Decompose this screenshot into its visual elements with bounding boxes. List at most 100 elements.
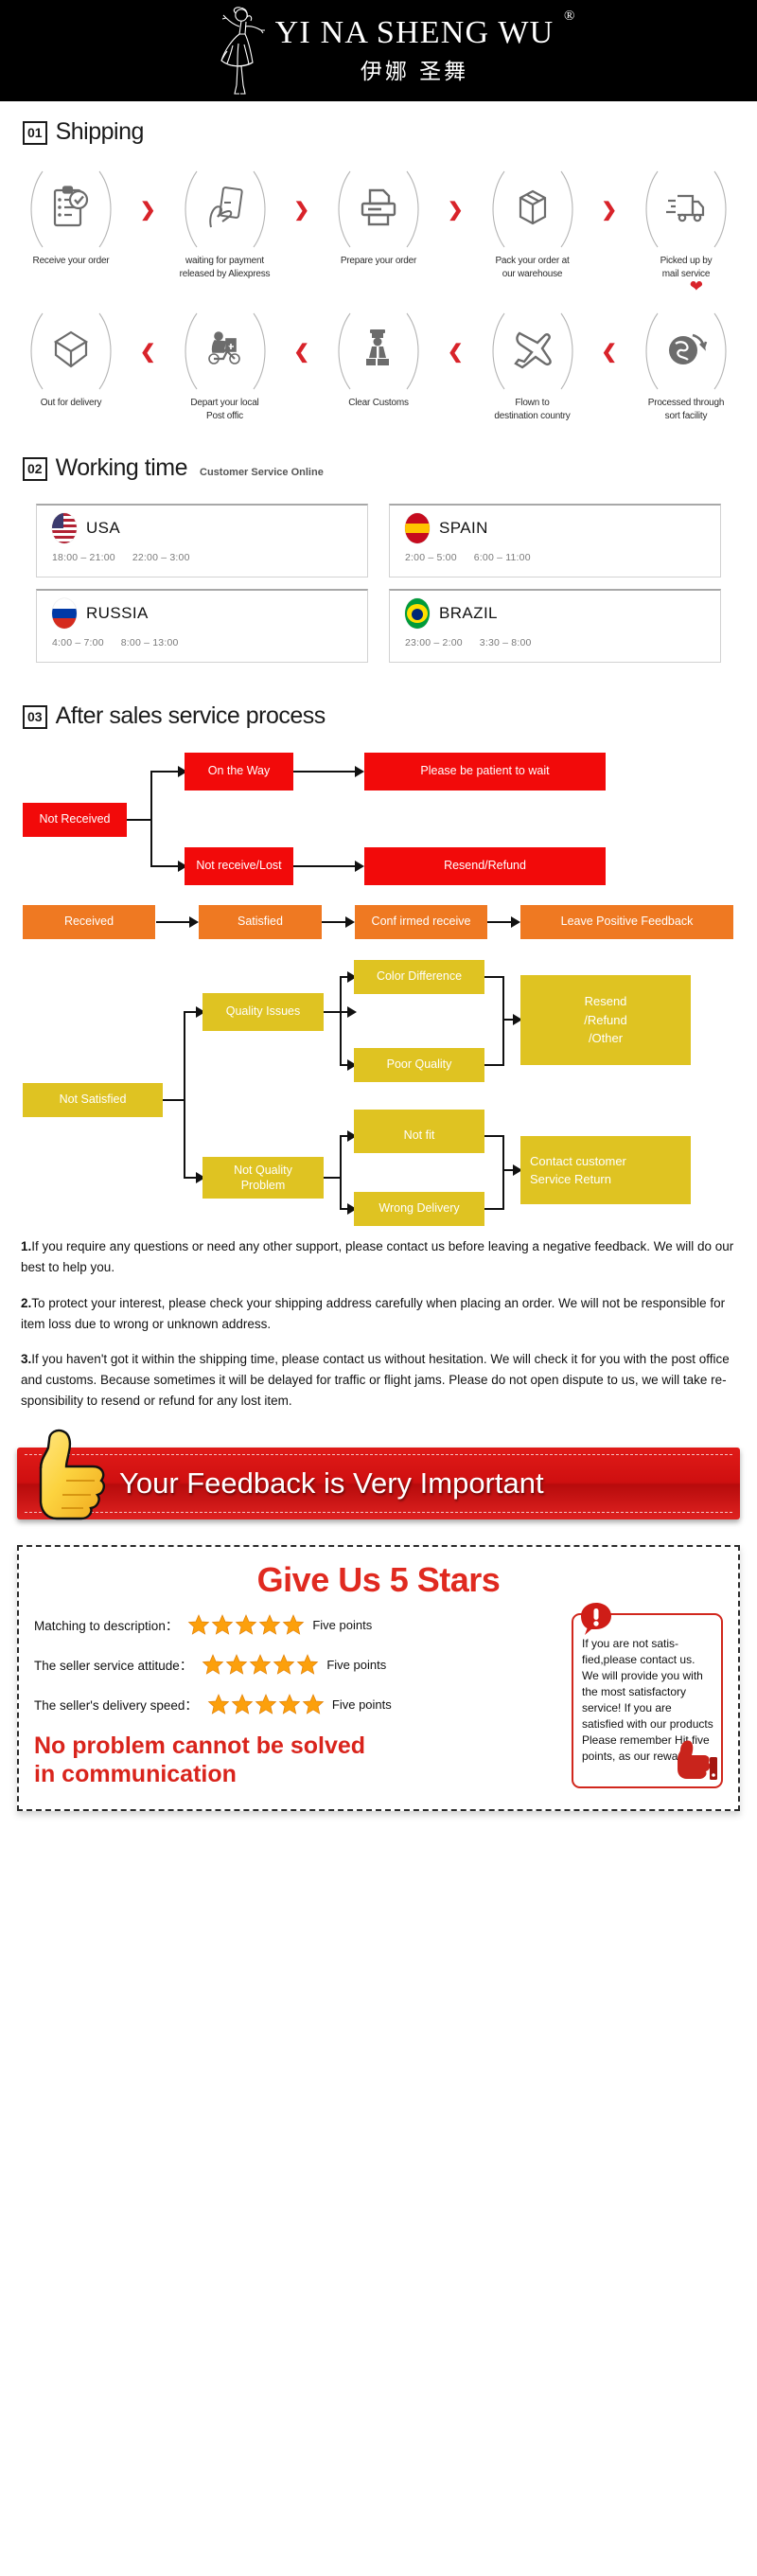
clipboard-check-icon — [51, 185, 91, 234]
feedback-banner-text: Your Feedback is Very Important — [119, 1466, 544, 1501]
star-icon — [282, 1614, 305, 1635]
shipping-step: Receive your order — [13, 160, 129, 268]
truck-icon — [664, 188, 708, 231]
flow-node-line: Not Quality — [234, 1163, 292, 1177]
country-name: USA — [86, 519, 121, 537]
shipping-step-label: Prepare your order — [340, 256, 417, 266]
shipping-section-header: 01 Shipping — [0, 118, 757, 147]
rating-stars — [207, 1693, 325, 1715]
flag-russia-icon — [52, 598, 77, 629]
note-item: 3.If you haven't got it within the shipp… — [21, 1349, 736, 1412]
slogan-line: No problem cannot be solved — [34, 1732, 366, 1760]
chevron-left-icon: ❮ — [293, 341, 310, 363]
flag-brazil-icon — [405, 598, 430, 629]
star-icon — [231, 1694, 254, 1714]
flow-node-confirmed-receive: Conf irmed receive — [355, 905, 487, 939]
rating-value: Five points — [331, 1697, 392, 1712]
flow-node-resend-refund-other: Resend /Refund /Other — [520, 975, 691, 1065]
flow-node-quality-issues: Quality Issues — [202, 993, 324, 1031]
star-icon — [302, 1694, 325, 1714]
flow-node-line: Service Return — [530, 1172, 611, 1186]
flowchart-not-received: Not Received On the Way Please be patien… — [0, 748, 757, 885]
working-hours-slot: 23:00 – 2:00 — [405, 637, 463, 648]
notice-text: If you are not satis-fied,please contact… — [582, 1637, 713, 1764]
page-title: After sales service process — [55, 702, 326, 729]
star-icon — [202, 1654, 224, 1675]
chevron-right-icon: ❯ — [601, 199, 618, 221]
star-icon — [207, 1694, 230, 1714]
globe-arrow-icon — [664, 329, 708, 375]
working-hours-slot: 4:00 – 7:00 — [52, 637, 104, 648]
flow-node-wrong-delivery: Wrong Delivery — [354, 1192, 484, 1226]
feedback-banner: Your Feedback is Very Important — [17, 1427, 740, 1526]
shipping-steps-row-2: Out for delivery ❮ — [0, 302, 757, 422]
product-description-page: YI NA SHENG WU ® 伊娜 圣舞 01 Shipping — [0, 0, 757, 1812]
working-time-card-brazil: BRAZIL 23:00 – 2:00 3:30 – 8:00 — [389, 589, 721, 663]
country-name: BRAZIL — [439, 604, 498, 622]
flow-node-resend-refund: Resend/Refund — [364, 847, 606, 885]
working-hours-slot: 3:30 – 8:00 — [479, 637, 532, 648]
working-hours-slot: 22:00 – 3:00 — [132, 552, 190, 563]
feedback-banner-bar: Your Feedback is Very Important — [17, 1448, 740, 1520]
flow-node-not-fit: Not fit — [354, 1119, 484, 1153]
flow-node-color-difference: Color Difference — [354, 960, 484, 994]
chevron-left-icon: ❮ — [601, 341, 618, 363]
flow-node-not-quality-problem: Not Quality Problem — [202, 1157, 324, 1199]
airplane-icon — [511, 328, 555, 376]
hand-card-icon — [205, 186, 245, 234]
rating-row: Matching to description： Five points — [34, 1613, 562, 1636]
note-item: 2.To protect your interest, please check… — [21, 1293, 736, 1335]
box-icon — [513, 187, 553, 233]
rating-value: Five points — [326, 1657, 387, 1672]
registered-mark: ® — [563, 8, 575, 24]
shipping-step: Clear Customs — [321, 302, 436, 410]
star-icon — [273, 1654, 295, 1675]
note-text: To protect your interest, please check y… — [21, 1295, 726, 1331]
flow-node-not-satisfied: Not Satisfied — [23, 1083, 163, 1117]
after-sales-section-header: 03 After sales service process — [0, 702, 757, 731]
working-hours-slot: 6:00 – 11:00 — [473, 552, 531, 563]
flow-node-line: Problem — [240, 1179, 286, 1192]
dancer-logo-icon — [203, 6, 270, 97]
page-title: Working time — [55, 454, 188, 481]
working-hours-slot: 8:00 – 13:00 — [120, 637, 179, 648]
note-text: If you require any questions or need any… — [21, 1239, 734, 1274]
flow-node-contact-customer-service-return: Contact customer Service Return — [520, 1136, 691, 1204]
exclamation-bubble-icon — [579, 1602, 613, 1636]
slogan: No problem cannot be solved in communica… — [34, 1732, 562, 1788]
star-icon — [187, 1614, 210, 1635]
shipping-step-label: Out for delivery — [40, 398, 102, 408]
open-box-icon — [50, 329, 92, 375]
working-hours-slot: 2:00 – 5:00 — [405, 552, 457, 563]
note-number: 1. — [21, 1239, 32, 1253]
brand-name-en: YI NA SHENG WU — [274, 14, 555, 50]
shipping-step-label: Clear Customs — [348, 398, 409, 408]
rating-label: The seller service attitude： — [34, 1659, 193, 1674]
notice-box: If you are not satis-fied,please contact… — [572, 1603, 723, 1789]
section-subtitle: Customer Service Online — [200, 467, 324, 478]
country-name: SPAIN — [439, 519, 488, 537]
flag-usa-icon — [52, 513, 77, 543]
flowchart-not-satisfied: Not Satisfied Quality Issues Color Diffe… — [0, 960, 757, 1226]
working-time-card-usa: USA 18:00 – 21:00 22:00 – 3:00 — [36, 504, 368, 577]
chevron-left-icon: ❮ — [447, 341, 464, 363]
note-number: 3. — [21, 1352, 32, 1367]
section-number: 03 — [23, 705, 47, 729]
flow-node-please-wait: Please be patient to wait — [364, 753, 606, 791]
star-icon — [225, 1654, 248, 1675]
flow-node-not-received: Not Received — [23, 803, 127, 837]
give-us-5-stars-box: Give Us 5 Stars Matching to description：… — [17, 1545, 740, 1812]
chevron-down-icon: ❤ — [689, 277, 703, 295]
country-name: RUSSIA — [86, 604, 149, 622]
flow-node-poor-quality: Poor Quality — [354, 1048, 484, 1082]
stars-title: Give Us 5 Stars — [256, 1560, 501, 1600]
note-text: If you haven't got it within the shippin… — [21, 1352, 730, 1409]
